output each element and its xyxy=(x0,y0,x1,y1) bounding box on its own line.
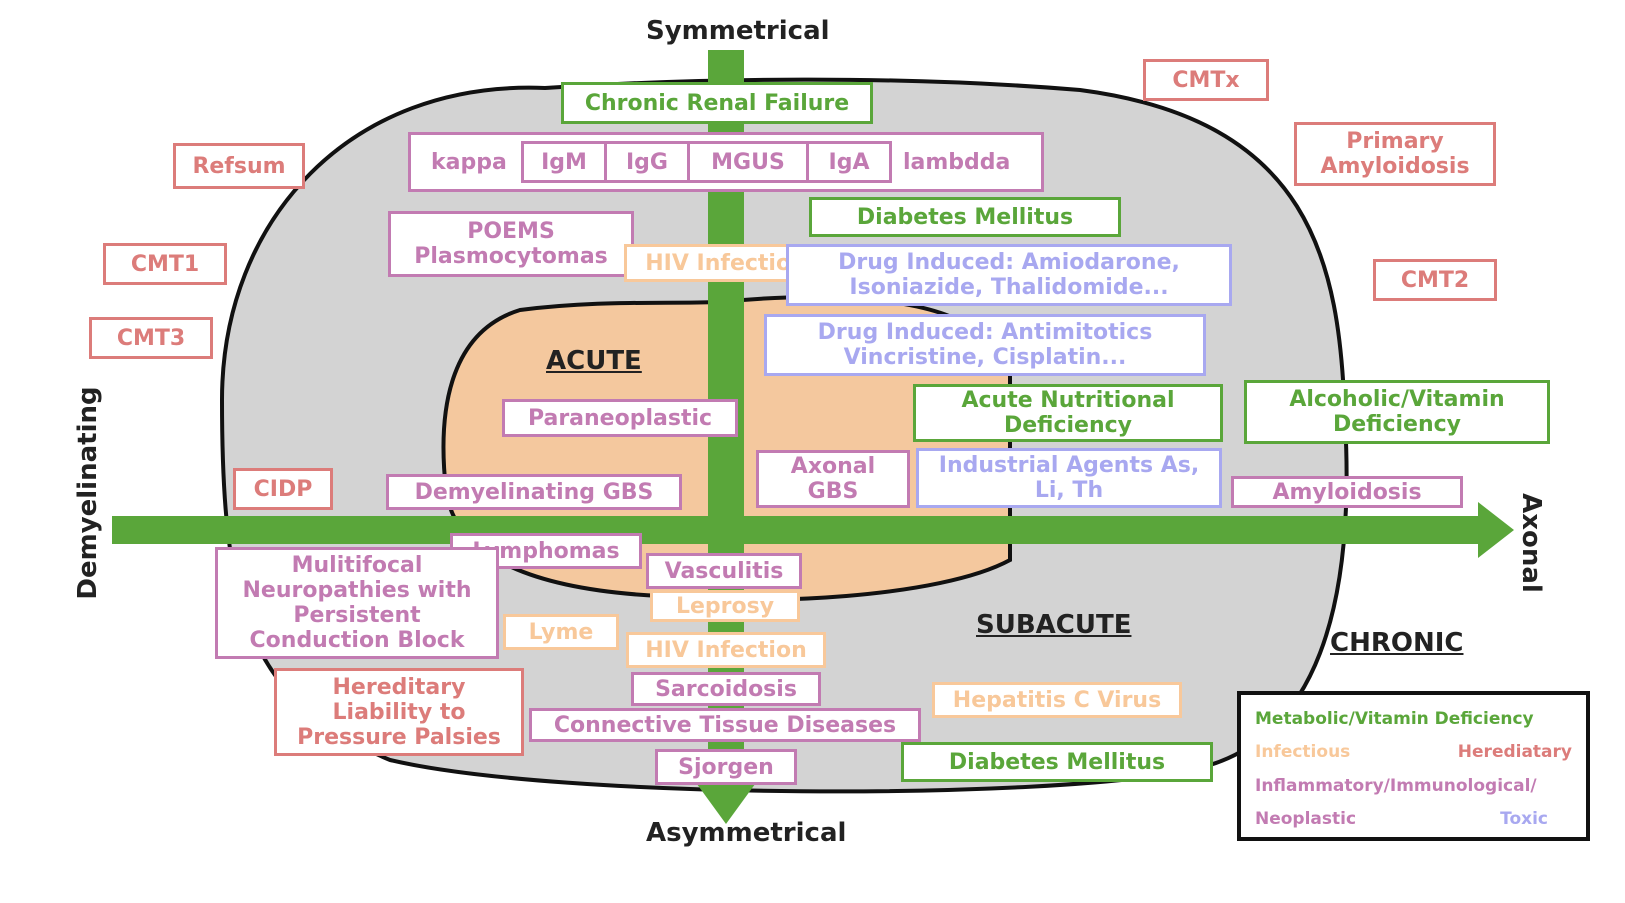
box-cmt2: CMT2 xyxy=(1373,259,1497,301)
vertical-axis-arrowhead xyxy=(694,780,758,824)
region-label-acute: ACUTE xyxy=(546,346,642,376)
box-poems: POEMS Plasmocytomas xyxy=(388,211,634,277)
box-hereditary-liability: Hereditary Liability to Pressure Palsies xyxy=(274,668,524,756)
lambdda-label: lambdda xyxy=(903,149,1011,175)
region-label-subacute: SUBACUTE xyxy=(976,610,1132,640)
box-alcoholic-vitamin: Alcoholic/Vitamin Deficiency xyxy=(1244,380,1550,444)
box-industrial-agents: Industrial Agents As, Li, Th xyxy=(916,448,1222,508)
box-cidp: CIDP xyxy=(233,468,333,510)
igg-cell: IgG xyxy=(604,141,690,183)
box-vasculitis: Vasculitis xyxy=(646,553,802,589)
legend-metabolic: Metabolic/Vitamin Deficiency xyxy=(1255,709,1534,729)
box-axonal-gbs: Axonal GBS xyxy=(756,450,910,508)
legend-neoplastic: Neoplastic xyxy=(1255,809,1357,829)
box-cmtx: CMTx xyxy=(1143,59,1269,101)
legend-toxic: Toxic xyxy=(1500,809,1548,829)
box-hepatitis-c: Hepatitis C Virus xyxy=(932,682,1182,718)
box-diabetes-mellitus-top: Diabetes Mellitus xyxy=(809,197,1121,237)
box-diabetes-mellitus-bottom: Diabetes Mellitus xyxy=(901,742,1213,782)
box-sjorgen: Sjorgen xyxy=(655,749,797,785)
box-cmt1: CMT1 xyxy=(103,243,227,285)
box-refsum: Refsum xyxy=(173,143,305,189)
box-connective-tissue: Connective Tissue Diseases xyxy=(529,708,921,742)
box-hiv-bottom: HIV Infection xyxy=(626,632,826,668)
iga-cell: IgA xyxy=(806,141,892,183)
horizontal-axis-arrowhead xyxy=(1478,502,1514,558)
legend-inflammatory: Inflammatory/Immunological/ xyxy=(1255,776,1537,796)
box-leprosy: Leprosy xyxy=(650,590,800,622)
box-drug-amiodarone: Drug Induced: Amiodarone, Isoniazide, Th… xyxy=(786,244,1232,306)
igm-cell: IgM xyxy=(521,141,607,183)
box-multifocal: Mulitifocal Neuropathies with Persistent… xyxy=(215,547,499,659)
legend: Metabolic/Vitamin Deficiency Infectious … xyxy=(1237,691,1590,841)
kappa-label: kappa xyxy=(431,149,507,175)
box-primary-amyloidosis: Primary Amyloidosis xyxy=(1294,122,1496,186)
box-paraneoplastic: Paraneoplastic xyxy=(502,399,738,437)
box-acute-nutritional: Acute Nutritional Deficiency xyxy=(913,384,1223,442)
box-cmt3: CMT3 xyxy=(89,317,213,359)
axis-label-bottom: Asymmetrical xyxy=(646,818,847,848)
paraprotein-row: kappa IgM IgG MGUS IgA lambdda xyxy=(408,132,1044,192)
mgus-cell: MGUS xyxy=(687,141,809,183)
box-chronic-renal-failure: Chronic Renal Failure xyxy=(561,82,873,124)
box-sarcoidosis: Sarcoidosis xyxy=(631,672,821,706)
axis-label-top: Symmetrical xyxy=(646,16,830,46)
region-label-chronic: CHRONIC xyxy=(1330,628,1464,658)
legend-infectious: Infectious xyxy=(1255,742,1351,762)
horizontal-axis xyxy=(112,516,1492,544)
box-demyelinating-gbs: Demyelinating GBS xyxy=(386,474,682,510)
box-drug-antimitotics: Drug Induced: Antimitotics Vincristine, … xyxy=(764,314,1206,376)
legend-herediatary: Herediatary xyxy=(1457,742,1572,762)
axis-label-right: Axonal xyxy=(1516,493,1546,593)
box-amyloidosis: Amyloidosis xyxy=(1231,476,1463,508)
box-lyme: Lyme xyxy=(503,614,619,650)
axis-label-left: Demyelinating xyxy=(73,386,103,600)
